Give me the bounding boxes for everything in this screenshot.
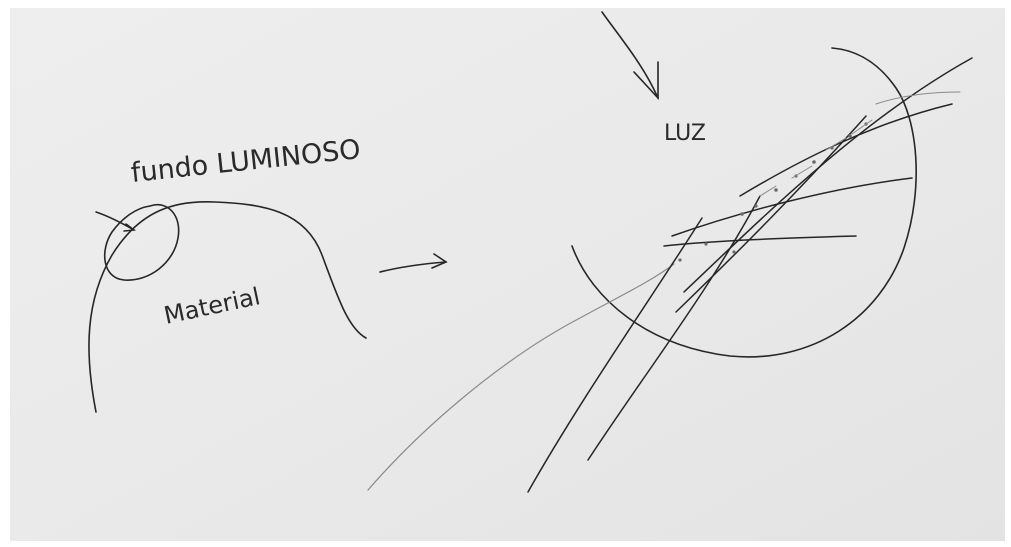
fiber-pencil-strokes (759, 91, 961, 197)
fiber-line (739, 103, 953, 197)
paper-surface (10, 8, 1005, 541)
material-outline (88, 200, 367, 413)
surface-pencil-curve (367, 263, 675, 491)
fiber-line (587, 195, 761, 461)
light-arrow-icon (601, 11, 659, 101)
luminous-area-circle (104, 203, 180, 281)
arrow-to-circle-icon (95, 211, 136, 232)
fiber-line (527, 217, 703, 493)
transition-arrow-icon (379, 253, 448, 273)
label-luz: LUZ (664, 121, 706, 146)
fiber-line (675, 115, 867, 313)
fiber-lines (527, 57, 973, 493)
zoom-circle (571, 47, 917, 358)
fiber-line (671, 177, 913, 237)
fiber-line (683, 57, 973, 293)
fiber-line (663, 235, 857, 247)
